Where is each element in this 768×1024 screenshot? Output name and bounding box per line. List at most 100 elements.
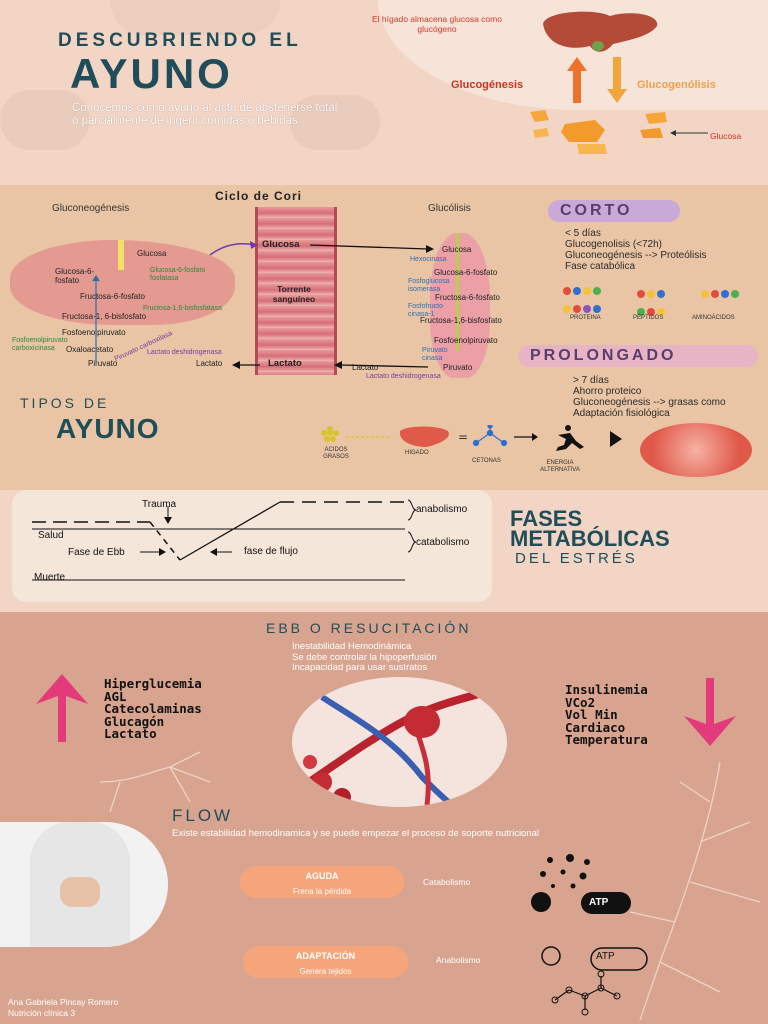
corto-item: Fase catabólica bbox=[565, 261, 636, 272]
ebb-section: EBB O RESUCITACIÓN Inestabilidad Hemodin… bbox=[0, 612, 768, 1024]
aguda-pill: AGUDA Frena la pérdida bbox=[240, 866, 404, 898]
glucogenolisis-label: Glucogenólisis bbox=[637, 79, 716, 91]
liver-lactato: Lactato bbox=[196, 359, 223, 368]
organs-image bbox=[640, 423, 752, 477]
tipos-title: AYUNO bbox=[56, 413, 160, 444]
stream-glucosa: Glucosa bbox=[262, 239, 300, 250]
ebb-down-item: Vol Min bbox=[565, 707, 618, 722]
fases-subtitle: DEL ESTRÉS bbox=[515, 550, 638, 567]
footer-credits: Ana Gabriela Pincay Romero Nutrición clí… bbox=[8, 997, 118, 1019]
muscle-f16bp: Fructosa-1,6-bisfosfato bbox=[420, 316, 502, 325]
hand-right-image bbox=[290, 95, 380, 150]
molecule-label: AMINOÁCIDOS bbox=[692, 315, 735, 321]
liver-oxal: Oxaloacetato bbox=[66, 345, 114, 354]
stream-label: Torrente sanguíneo bbox=[272, 284, 316, 304]
glucose-crystals-icon bbox=[530, 110, 667, 154]
prolongado-item: Adaptación fisiológica bbox=[573, 408, 670, 419]
ebb-down-item: VCo2 bbox=[565, 694, 596, 710]
liver-g6p-enzyme: Glucosa-6-fosfato fosfatasa bbox=[150, 267, 206, 282]
ebb-up-item: Lactato bbox=[104, 726, 157, 741]
ebb-down-item: Insulinemia bbox=[565, 682, 648, 697]
ebb-phase-label: Fase de Ebb bbox=[68, 547, 125, 558]
flow-title: FLOW bbox=[172, 806, 234, 825]
ebb-up-item: Hiperglucemia bbox=[104, 676, 202, 691]
nerve-decoration bbox=[629, 762, 761, 1021]
ebb-title: EBB O RESUCITACIÓN bbox=[266, 620, 472, 636]
muscle-ldh: Lactato deshidrogenasa bbox=[366, 373, 441, 380]
anabolism-icon bbox=[541, 946, 648, 1016]
cori-section: Ciclo de Cori Gluconeogénesis Glucólisis… bbox=[0, 185, 768, 490]
corto-title: CORTO bbox=[548, 200, 680, 222]
arrow-up-icon bbox=[36, 674, 88, 742]
flow-label: CETONAS bbox=[472, 458, 501, 464]
muscle-piruvato: Piruvato bbox=[443, 363, 473, 372]
hand-left-image bbox=[0, 90, 90, 150]
protein-icon bbox=[562, 282, 602, 318]
corto-list: < 5 días Glucogenolisis (<72h) Gluconeog… bbox=[565, 228, 706, 272]
corto-item: Gluconeogénesis --> Proteólisis bbox=[565, 250, 707, 261]
atp-label: ATP bbox=[589, 897, 609, 908]
ebb-up-item: Catecolaminas bbox=[104, 701, 202, 716]
atp-label-2: ATP bbox=[596, 951, 615, 962]
header-intro: Conocemos como ayuno al acto de abstener… bbox=[72, 102, 338, 127]
liver-f16-enzyme: Fructosa-1,6-bisfosfatasa bbox=[143, 305, 222, 312]
svg-text:=: = bbox=[458, 430, 468, 444]
cycle-arrows-icon bbox=[567, 57, 627, 103]
blood-stream bbox=[255, 207, 337, 375]
ebb-up-item: Glucagón bbox=[104, 713, 165, 729]
catabolismo-label: catabolismo bbox=[416, 537, 470, 548]
liver-g6p: Glucosa-6-fosfato bbox=[55, 267, 95, 285]
ebb-note: Inestabilidad Hemodinámica bbox=[292, 641, 412, 652]
glucosa-label: Glucosa bbox=[710, 131, 742, 141]
stream-lactato: Lactato bbox=[268, 358, 302, 369]
ebb-up-item: AGL bbox=[104, 688, 127, 704]
plate-image bbox=[110, 0, 280, 35]
ketone-flow-diagram: = bbox=[321, 425, 622, 451]
ebb-note: Incapacidad para usar sustratos bbox=[292, 662, 428, 673]
ebb-down-item: Cardiaco bbox=[565, 719, 626, 735]
ebb-notes: Inestabilidad Hemodinámica Se debe contr… bbox=[292, 641, 437, 674]
liver-note: El hígado almacena glucosa como glucógen… bbox=[372, 14, 502, 34]
muscle-g6p: Glucosa-6-fosfato bbox=[434, 268, 498, 277]
muscle-pk: Piruvato cinasa bbox=[422, 347, 448, 362]
liver-f6p: Fructosa-6-fosfato bbox=[80, 292, 145, 301]
peptides-icon bbox=[636, 285, 676, 321]
flow-phase-label: fase de flujo bbox=[244, 546, 298, 557]
liver-ldh: Lactato deshidrogenasa bbox=[147, 349, 222, 356]
catabolismo-flow-label: Catabolismo bbox=[423, 877, 471, 887]
liver-pep: Fosfoenolpiruvato bbox=[62, 328, 126, 337]
liver-duct bbox=[118, 240, 124, 270]
fases-section: Trauma Salud Fase de Ebb fase de flujo M… bbox=[0, 490, 768, 610]
trauma-label: Trauma bbox=[142, 499, 177, 510]
anabolismo-flow-label: Anabolismo bbox=[436, 955, 481, 965]
liver-icon bbox=[543, 11, 658, 52]
liver-f16bp: Fructosa-1, 6-bisfosfato bbox=[62, 312, 147, 321]
prolongado-title: PROLONGADO bbox=[518, 345, 758, 367]
neuron-decoration bbox=[100, 751, 211, 813]
liver-pathway-arrows bbox=[92, 275, 100, 363]
doctor-image bbox=[0, 822, 168, 947]
gluconeogenesis-heading: Gluconeogénesis bbox=[52, 203, 130, 214]
muscle-pep: Fosfoenolpiruvato bbox=[434, 336, 498, 345]
liver-glucosa: Glucosa bbox=[137, 249, 167, 258]
flow-label: ACIDOS GRASOS bbox=[323, 447, 349, 460]
ebb-up-list: Hiperglucemia AGL Catecolaminas Glucagón… bbox=[104, 676, 202, 741]
prolongado-item: Ahorro proteico bbox=[573, 386, 642, 397]
prolongado-item: Gluconeogénesis --> grasas como bbox=[573, 397, 726, 408]
liver-piruvato: Piruvato bbox=[88, 359, 118, 368]
arrow-down-icon bbox=[684, 678, 736, 746]
molecule-label: PÉPTIDOS bbox=[633, 315, 664, 321]
flow-label: ENERGIA ALTERNATIVA bbox=[540, 460, 580, 473]
heart-vessels-image bbox=[292, 677, 507, 807]
salud-label: Salud bbox=[38, 530, 64, 541]
muscle-iso: Fosfoglucosa isomerasa bbox=[408, 278, 450, 293]
tipos-kicker: TIPOS DE bbox=[20, 395, 110, 411]
prolongado-item: > 7 días bbox=[573, 375, 609, 386]
muscle-lactato: Lactato bbox=[352, 363, 379, 372]
muscle-pfk: Fosfofructo cinasa-1 bbox=[408, 303, 444, 318]
cori-title: Ciclo de Cori bbox=[215, 189, 303, 203]
fases-title-1: FASES bbox=[510, 506, 583, 531]
flow-label: HIGADO bbox=[405, 450, 429, 456]
adaptacion-subtitle: Genera tejidos bbox=[299, 967, 352, 976]
muscle-diagram bbox=[430, 233, 490, 378]
